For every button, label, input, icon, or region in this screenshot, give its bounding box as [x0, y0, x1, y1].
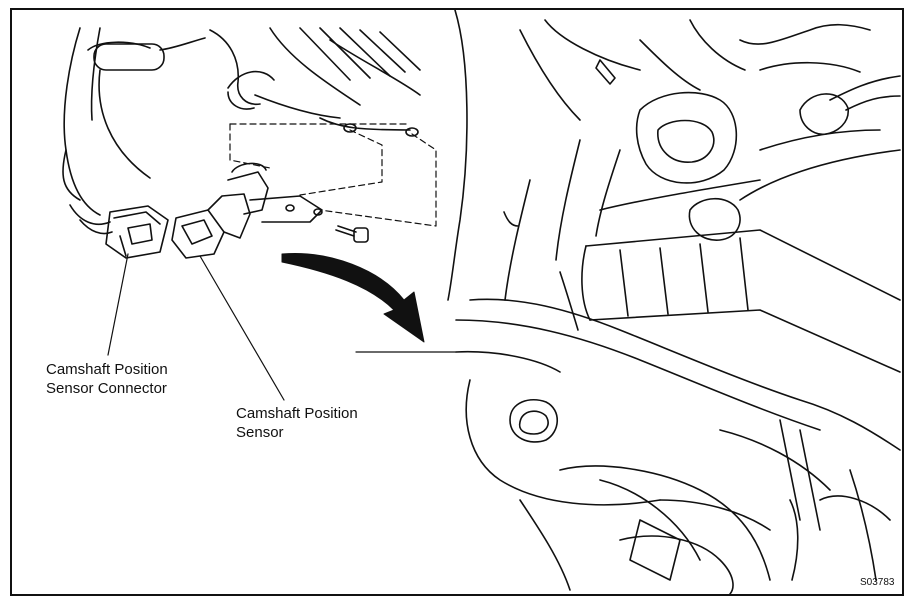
leader-lines: [107, 253, 457, 401]
sensor-label-line2: Sensor: [236, 424, 284, 441]
engine-view: [447, 9, 901, 595]
sensor-label-line1: Camshaft Position: [236, 405, 358, 422]
connector-label-line1: Camshaft Position: [46, 361, 168, 378]
camshaft-sensor-connector: [69, 204, 169, 259]
hose-assembly: [62, 27, 421, 216]
diagram-frame: [10, 8, 904, 596]
figure-id: S03783: [860, 577, 895, 588]
sensor-bolt: [335, 225, 369, 243]
camshaft-position-sensor: [171, 162, 323, 259]
dashed-guide-lines: [229, 123, 437, 227]
direction-arrow: [281, 252, 425, 343]
connector-label-line2: Sensor Connector: [46, 380, 167, 397]
